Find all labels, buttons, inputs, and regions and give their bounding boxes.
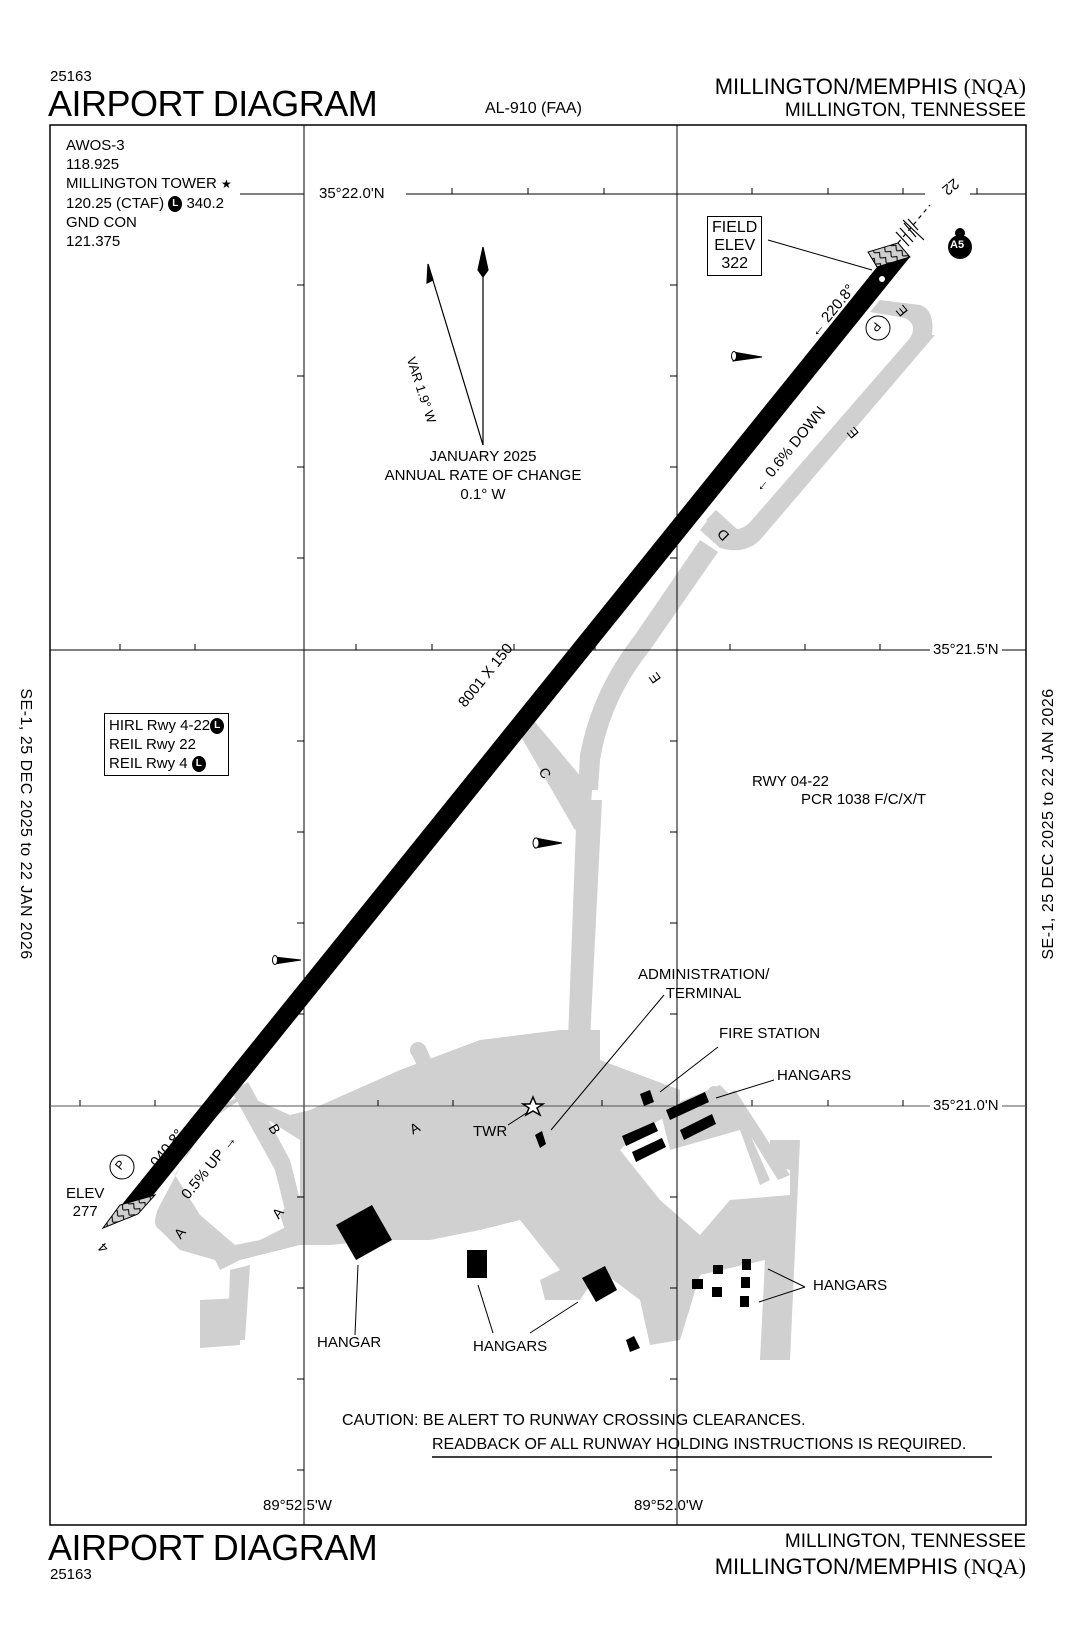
wind-cones [272,351,763,965]
hangar-sw-label: HANGAR [317,1334,382,1351]
lon-label-52-0: 89°52.0'W [634,1497,703,1514]
gnd-freq: 121.375 [66,233,121,250]
reil-4-line: REIL Rwy 4 L [109,754,224,773]
hangar-sw [336,1205,392,1260]
sw-elevation: ELEV 277 [66,1185,105,1220]
airport-name: MILLINGTON/MEMPHIS (NQA) [715,74,1026,100]
leader-lines [354,239,873,1336]
terminal-building [535,1131,546,1148]
map-frame [49,124,1027,1526]
tower-star-icon: ★ [221,177,232,191]
hangars-s-label: HANGARS [473,1338,548,1355]
field-elevation-box: FIELD ELEV 322 [707,216,763,276]
awos-freq: 118.925 [66,156,120,173]
hangar-s1 [467,1250,487,1278]
hotspot-a5-icon [948,228,972,259]
hangars-se-label: HANGARS [813,1277,888,1294]
buildings [336,1090,751,1352]
fire-station-label: FIRE STATION [719,1025,821,1042]
hangars-ne-label: HANGARS [777,1067,852,1084]
lat-lon-grid [50,125,1026,1525]
awos-label: AWOS-3 [66,137,125,154]
taxiway-network [155,300,935,1360]
lat-label-22-0: 35°22.0'N [316,185,388,202]
hotspot-a5-label: A5 [950,239,965,251]
airport-name-text: MILLINGTON/MEMPHIS [714,74,958,99]
tower-freq: 120.25 (CTAF) L 340.2 [66,195,224,213]
footer-title: AIRPORT DIAGRAM [48,1527,378,1568]
procedure-id: AL-910 (FAA) [485,100,582,117]
caution-line-1: CAUTION: BE ALERT TO RUNWAY CROSSING CLE… [342,1412,806,1429]
hangar-s2 [582,1266,617,1302]
north-arrows [426,246,489,446]
runway-4-22 [101,204,931,1230]
gnd-label: GND CON [66,214,137,231]
lat-label-21-5: 35°21.5'N [930,641,1002,658]
magnetic-info: JANUARY 2025 ANNUAL RATE OF CHANGE 0.1° … [384,448,582,503]
pcr-info: RWY 04-22 PCR 1038 F/C/X/T [752,773,927,808]
papi-markers [109,315,891,1180]
footer-chart-number: 25163 [50,1566,92,1583]
chart-number: 25163 [50,68,92,85]
fire-station [640,1090,654,1106]
tower-star-icon [520,1095,546,1117]
admin-terminal-label: ADMINISTRATION/ TERMINAL [638,966,770,1002]
lighting-l-icon: L [168,196,183,213]
lighting-l-icon: L [210,718,225,735]
lighting-l-icon: L [191,756,206,773]
footer-city-state: MILLINGTON, TENNESSEE [784,1531,1026,1552]
lat-label-21-0: 35°21.0'N [930,1097,1002,1114]
airport-id: (NQA) [963,74,1026,99]
tower-label: TWR [473,1123,508,1140]
caution-line-2: READBACK OF ALL RUNWAY HOLDING INSTRUCTI… [432,1436,967,1453]
reil-22-line: REIL Rwy 22 [109,736,196,753]
comm-frequencies: AWOS-3 118.925 MILLINGTON TOWER ★ 120.25… [66,136,232,251]
tower-label: MILLINGTON TOWER ★ [66,175,232,192]
footer-airport-name: MILLINGTON/MEMPHIS (NQA) [714,1554,1026,1579]
lon-label-52-5: 89°52.5'W [263,1497,332,1514]
hangar-ne1 [666,1092,709,1120]
chart-title: AIRPORT DIAGRAM [48,83,378,124]
city-state: MILLINGTON, TENNESSEE [784,100,1026,121]
